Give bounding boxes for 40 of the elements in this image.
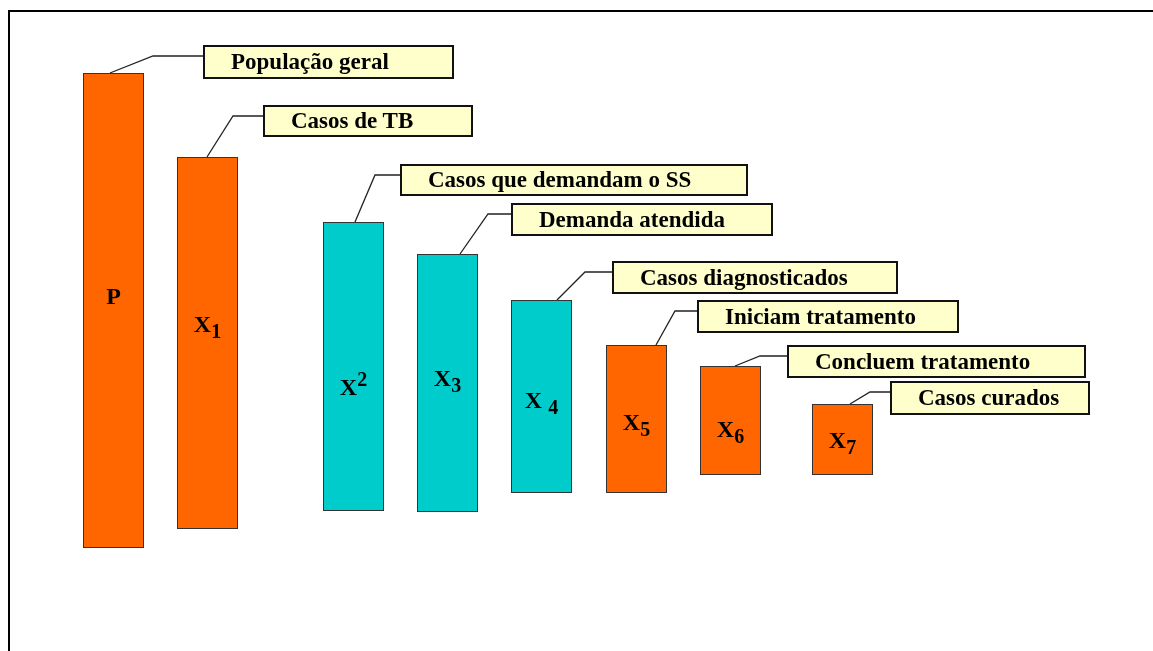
callout-text: População geral: [231, 49, 389, 75]
bar-label: X$_{1}$: [193, 311, 222, 343]
bar: [177, 157, 238, 529]
bar: [511, 300, 572, 493]
callout-box: [400, 164, 748, 196]
callout-box: [697, 300, 959, 333]
bar-label: X$_{6}$: [716, 416, 745, 448]
bar: [417, 254, 478, 512]
bar: [812, 404, 873, 475]
leader-line: [655, 310, 698, 346]
leader-line: [849, 391, 891, 405]
callout-box: [787, 345, 1086, 378]
leader-line: [459, 213, 512, 255]
callout-text: Casos diagnosticados: [640, 264, 848, 291]
callout-text: Casos que demandam o SS: [428, 167, 692, 193]
bar: [323, 222, 384, 511]
bar-label: X$_{3}$: [433, 365, 462, 397]
bar-label: X$_{7}$: [828, 427, 857, 459]
callout-text: Concluem tratamento: [815, 348, 1031, 375]
callout-box: [511, 203, 773, 236]
bar: [700, 366, 761, 475]
bar-label: X$^{2}$: [339, 368, 368, 401]
callout-box: [203, 45, 454, 79]
callout-text: Demanda atendida: [539, 206, 725, 233]
bar-label: X$_{5}$: [622, 409, 651, 441]
callout-box: [612, 261, 898, 294]
leader-line: [206, 115, 264, 158]
bar: [83, 73, 144, 548]
bar: [606, 345, 667, 493]
callout-text: Casos curados: [918, 385, 1060, 411]
leader-line: [556, 271, 613, 301]
callout-text: Iniciam tratamento: [725, 303, 916, 330]
callout-text: Casos de TB: [291, 108, 414, 134]
callout-box: [263, 105, 473, 137]
bar-label: P: [106, 283, 121, 310]
bar-label: X $_{4}$: [524, 387, 559, 419]
leader-line: [734, 355, 788, 367]
callout-box: [890, 381, 1090, 415]
leader-line: [354, 174, 401, 223]
leader-line: [109, 55, 204, 74]
